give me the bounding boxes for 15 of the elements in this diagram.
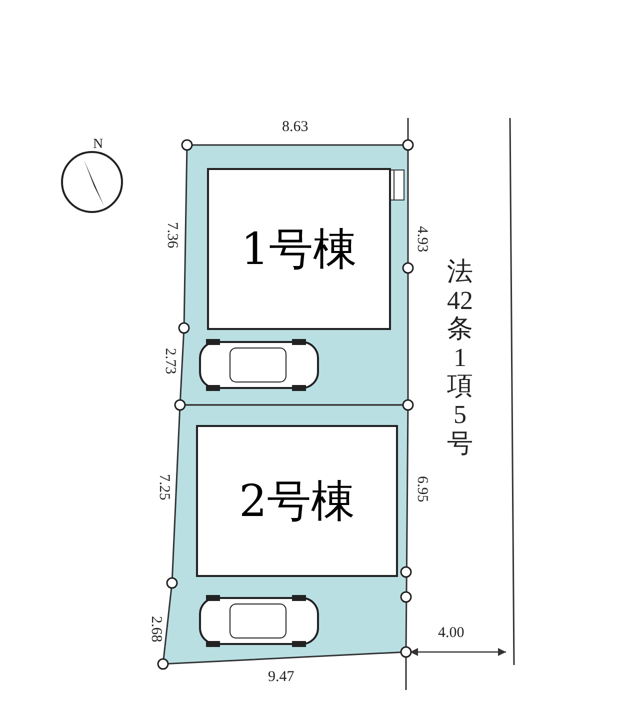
building-label: 2号棟 xyxy=(239,474,355,528)
dimension-label: 7.36 xyxy=(164,222,179,248)
north-label: N xyxy=(93,138,104,152)
dimension-label: 7.25 xyxy=(156,474,171,500)
dimension-label: 2.73 xyxy=(162,348,177,374)
road-label: 法42条1項5号 xyxy=(446,258,474,458)
dimension-label: 2.68 xyxy=(148,616,163,642)
dimension-label: 8.63 xyxy=(282,120,308,135)
building-label: 1号棟 xyxy=(241,222,357,276)
dimension-label: 4.93 xyxy=(414,226,429,252)
dimension-label: 6.95 xyxy=(414,476,429,502)
dimension-label: 9.47 xyxy=(268,670,294,685)
building-footprint xyxy=(196,425,398,577)
dimension-label: 4.00 xyxy=(438,626,464,641)
building-footprint xyxy=(207,168,391,330)
